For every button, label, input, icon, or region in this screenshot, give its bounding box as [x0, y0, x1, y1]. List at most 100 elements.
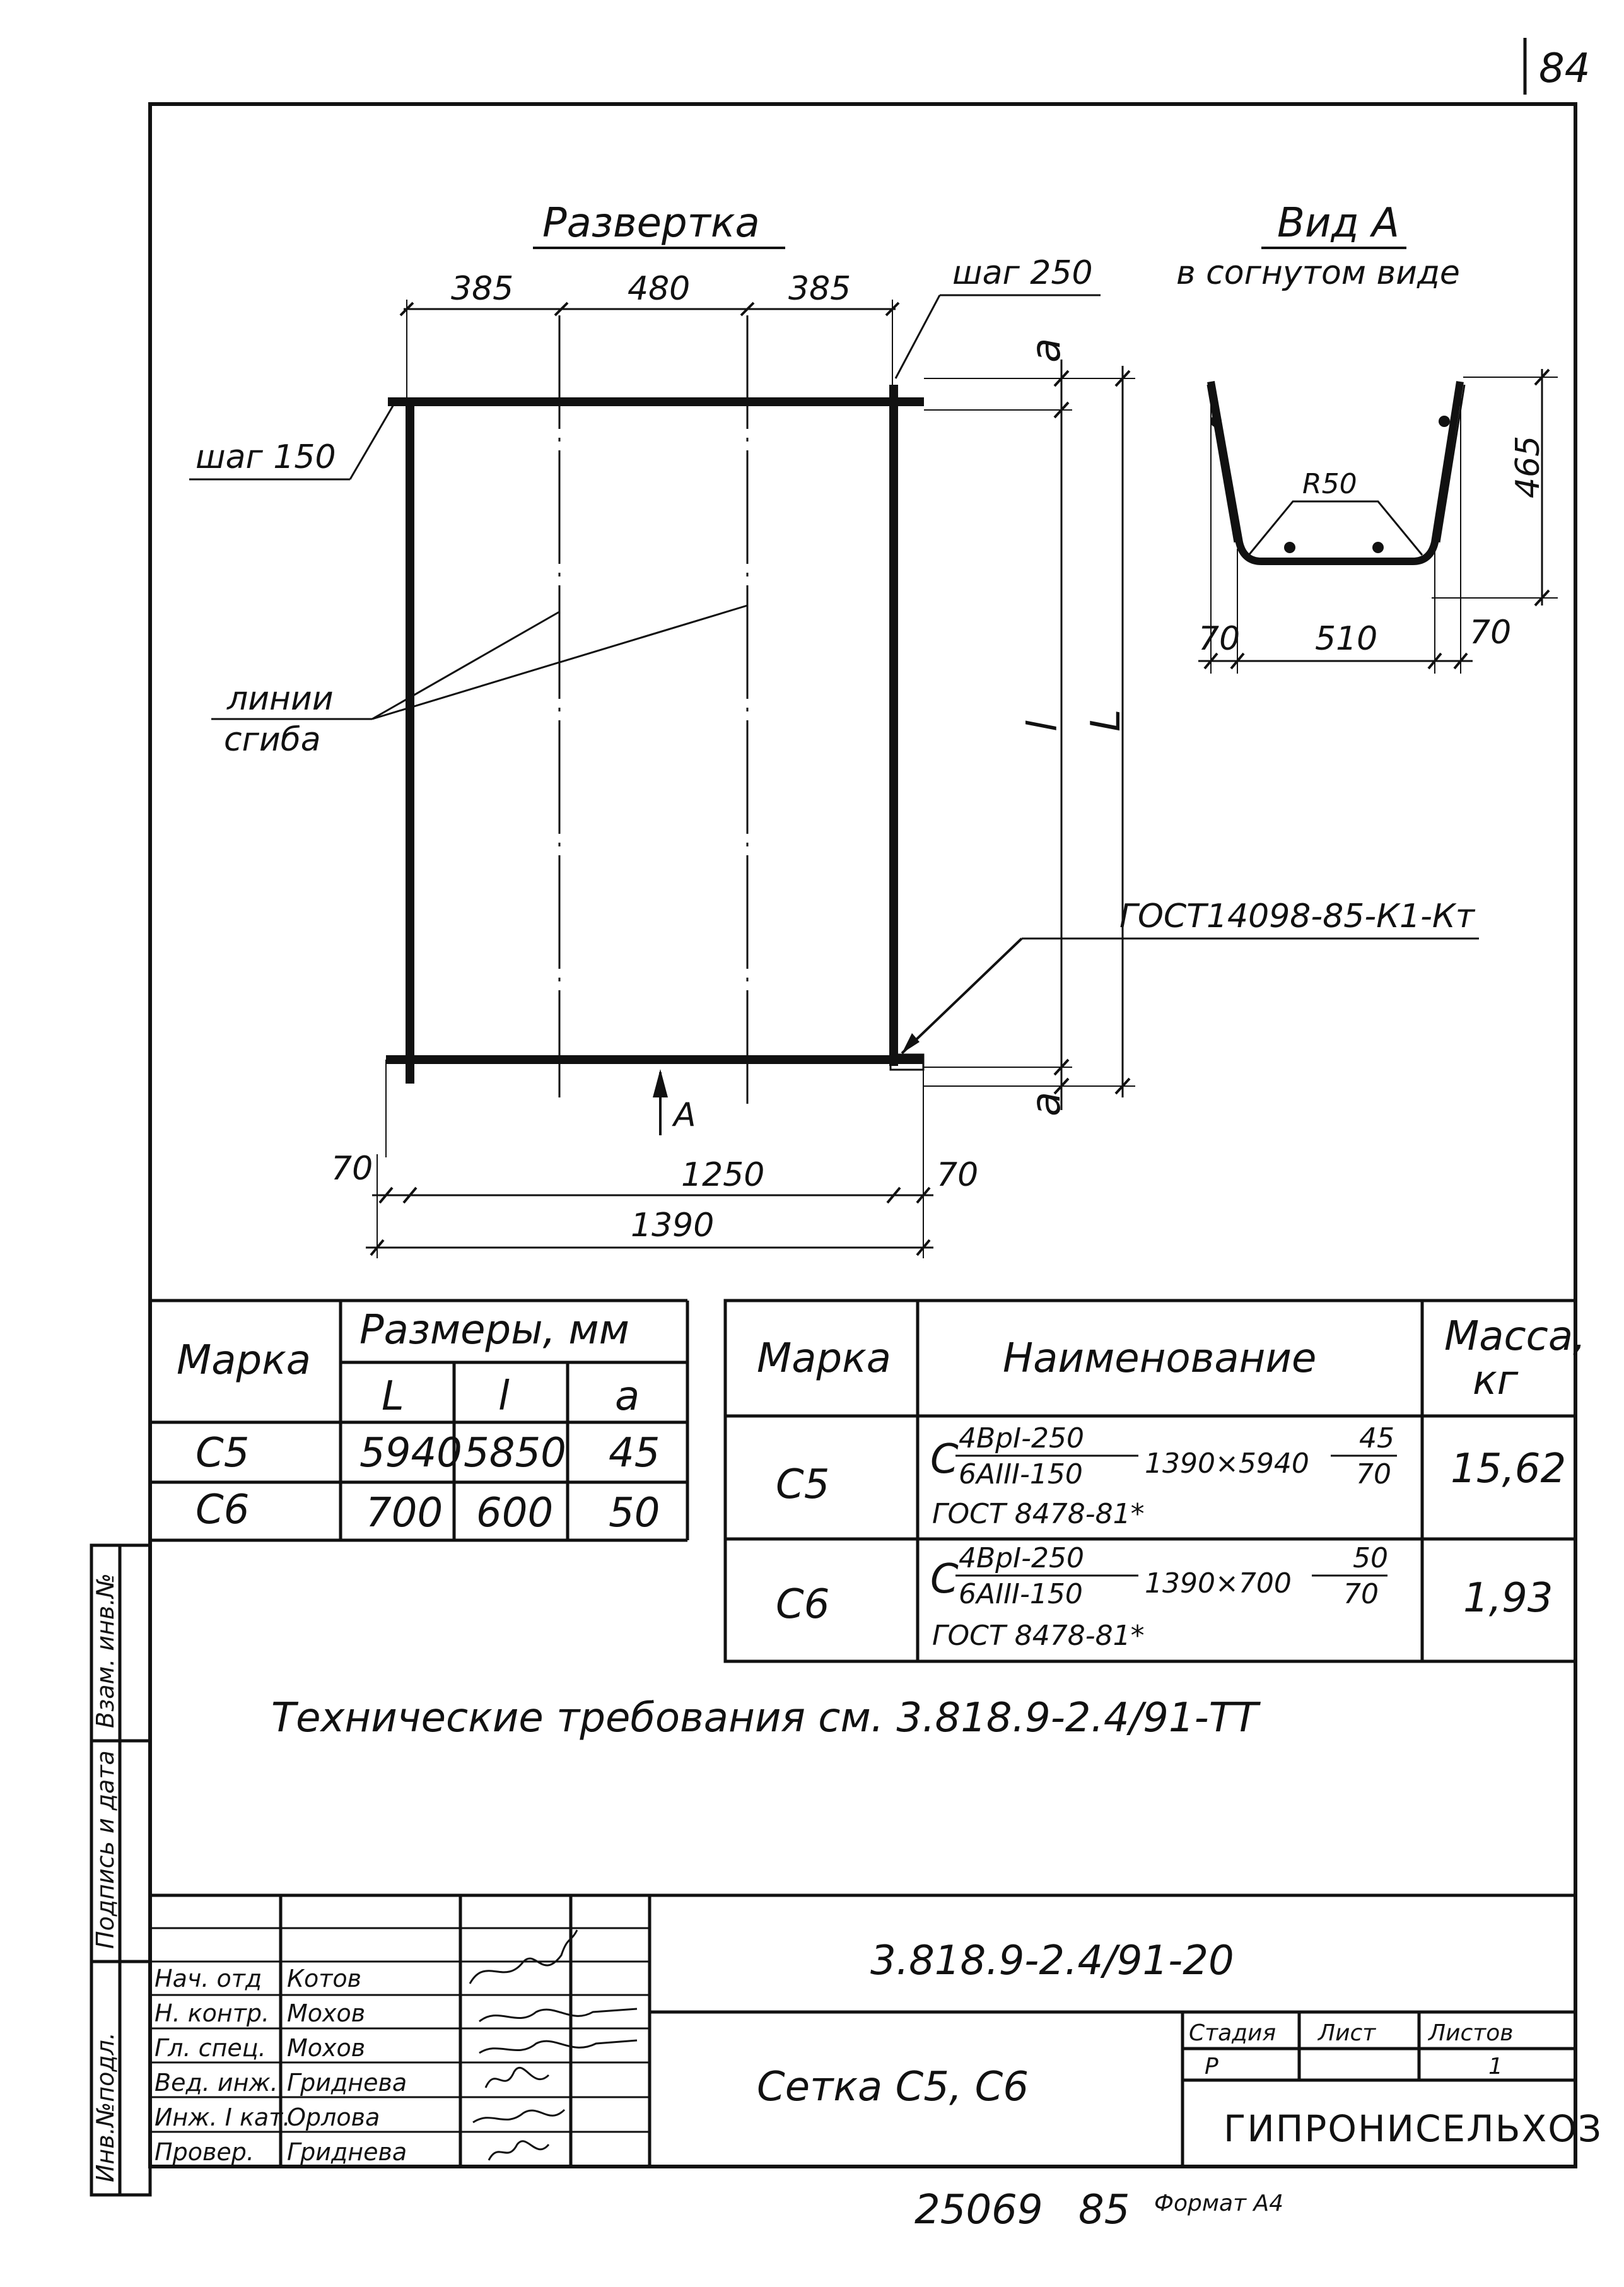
view-a-dim-3: 70 [1469, 614, 1511, 652]
razvertka-title: Развертка [542, 200, 760, 247]
svg-text:Н. контр.: Н. контр. [155, 1999, 269, 2027]
side-stamp-replace: Взам. инв.№ [91, 1573, 119, 1728]
fold-lines-label-2: сгиба [224, 721, 321, 759]
sizes-header-sizes: Размеры, мм [359, 1307, 629, 1354]
svg-text:4ВрI-250: 4ВрI-250 [959, 1542, 1084, 1574]
svg-text:ГОСТ 8478-81*: ГОСТ 8478-81* [932, 1498, 1145, 1530]
svg-text:5850: 5850 [464, 1430, 566, 1477]
dim-bottom-2: 1250 [681, 1156, 764, 1194]
title-stage: Р [1205, 2054, 1218, 2079]
svg-text:1,93: 1,93 [1463, 1575, 1553, 1622]
dim-total: 1390 [631, 1207, 714, 1244]
fold-leader-1 [371, 611, 560, 720]
step-top-label: шаг 250 [952, 254, 1093, 292]
weld-detail [889, 1053, 925, 1071]
svg-text:ГОСТ 8478-81*: ГОСТ 8478-81* [932, 1620, 1145, 1652]
svg-text:Нач. отд: Нач. отд [155, 1965, 262, 1992]
svg-text:50: 50 [609, 1490, 660, 1536]
sizes-table: Марка Размеры, мм L l a С5 5940 5850 45 … [150, 1301, 689, 1542]
dim-ext-right [924, 378, 1135, 1087]
dim-top-2: 480 [628, 270, 690, 308]
svg-text:6AIII-150: 6AIII-150 [959, 1458, 1083, 1490]
spec-header-mass-2: кг [1473, 1357, 1519, 1404]
sizes-header-mark: Марка [177, 1337, 311, 1384]
dim-bottom-3: 70 [937, 1156, 978, 1194]
svg-text:Гриднева: Гриднева [287, 2069, 407, 2097]
table-row: С6 700 600 50 [196, 1487, 660, 1536]
title-drawing-name: Сетка С5, С6 [757, 2064, 1029, 2110]
tech-requirements: Технические требования см. 3.818.9-2.4/9… [271, 1695, 1261, 1741]
svg-text:4ВрI-250: 4ВрI-250 [959, 1422, 1084, 1454]
dim-ticks-height [1534, 368, 1550, 607]
u-profile-bars [1210, 416, 1450, 553]
view-a-dim-2: 510 [1315, 620, 1377, 658]
sizes-subheader-L: L [382, 1373, 404, 1420]
side-stamp: Инв.№подл. Подпись и дата Взам. инв.№ [90, 1543, 152, 2197]
gost-weld-arrowhead [902, 1033, 920, 1053]
dim-a-bottom: a [1023, 1092, 1070, 1116]
sizes-subheader-a: a [615, 1373, 640, 1420]
svg-text:45: 45 [1359, 1422, 1394, 1454]
svg-text:6AIII-150: 6AIII-150 [959, 1578, 1083, 1610]
gost-weld-label: ГОСТ14098-85-К1-Кт [1119, 898, 1476, 935]
svg-text:Гл. спец.: Гл. спец. [155, 2034, 266, 2062]
svg-text:Мохов: Мохов [287, 2034, 365, 2062]
footer-number: 25069 [914, 2187, 1043, 2233]
step-top-leader [894, 295, 941, 379]
svg-text:70: 70 [1343, 1578, 1379, 1610]
title-sheets-header: Листов [1427, 2020, 1513, 2046]
svg-text:С6: С6 [776, 1581, 829, 1628]
spec-header-name: Наименование [1003, 1335, 1316, 1382]
svg-text:С: С [930, 1556, 959, 1603]
view-a-radius: R50 [1302, 468, 1357, 500]
dim-l: l [1020, 720, 1066, 732]
title-sheet-header: Лист [1317, 2020, 1376, 2046]
svg-text:Орлова: Орлова [287, 2103, 380, 2131]
sheet-number: 84 [1539, 45, 1590, 92]
svg-text:70: 70 [1356, 1458, 1391, 1490]
spec-header-mass-1: Масса, [1444, 1313, 1586, 1360]
dim-ticks-top [399, 301, 900, 317]
svg-text:Инж. I кат.: Инж. I кат. [155, 2103, 290, 2131]
table-row: С5 5940 5850 45 [196, 1430, 660, 1477]
u-profile [1207, 380, 1464, 565]
svg-text:5940: 5940 [359, 1430, 462, 1477]
view-a-drawing: Вид А в согнутом виде R50 465 [1176, 200, 1558, 674]
fold-leader-2 [371, 604, 748, 720]
view-a-arrow-label: A [672, 1096, 696, 1134]
table-row: С6 С 4ВрI-250 6AIII-150 1390×700 50 70 Г… [776, 1542, 1553, 1652]
svg-text:700: 700 [366, 1490, 443, 1536]
table-row: С5 С 4ВрI-250 6AIII-150 1390×5940 45 70 … [776, 1422, 1566, 1530]
fold-lines-label-1: линии [226, 680, 334, 718]
svg-text:50: 50 [1353, 1542, 1388, 1574]
svg-text:1390×5940: 1390×5940 [1145, 1448, 1309, 1480]
sizes-subheader-l: l [498, 1373, 510, 1420]
footer-format: Формат А4 [1154, 2190, 1283, 2216]
dim-ticks-right [1053, 370, 1131, 1095]
view-a-height: 465 [1509, 436, 1547, 498]
spec-header-mark: Марка [757, 1335, 891, 1382]
radius-leader [1247, 500, 1423, 556]
svg-text:С5: С5 [776, 1461, 829, 1508]
svg-text:Вед. инж.: Вед. инж. [155, 2069, 278, 2097]
signatures [469, 1929, 638, 2161]
svg-text:С6: С6 [196, 1487, 249, 1533]
view-a-arrowhead [653, 1069, 668, 1097]
svg-text:Котов: Котов [287, 1965, 361, 1992]
title-doc-code: 3.818.9-2.4/91-20 [870, 1938, 1234, 1984]
svg-text:С: С [930, 1436, 959, 1483]
view-a-title: Вид А [1277, 200, 1399, 247]
spec-table: Марка Наименование Масса, кг С5 С 4ВрI-2… [723, 1299, 1586, 1663]
dim-top-1: 385 [451, 270, 513, 308]
svg-text:Мохов: Мохов [287, 1999, 365, 2027]
footer-num2: 85 [1078, 2187, 1130, 2233]
svg-text:1390×700: 1390×700 [1145, 1567, 1292, 1600]
title-role-rows: Нач. отд Котов Н. контр. Мохов Гл. спец.… [155, 1965, 407, 2166]
svg-text:Гриднева: Гриднева [287, 2138, 407, 2166]
svg-text:45: 45 [609, 1430, 660, 1477]
sheet-frame [148, 102, 1577, 2168]
side-stamp-signature: Подпись и дата [91, 1750, 119, 1949]
title-block: 3.818.9-2.4/91-20 Нач. отд Котов Н. конт… [150, 1893, 1601, 2167]
dim-ticks-view-a-bottom [1203, 652, 1468, 670]
